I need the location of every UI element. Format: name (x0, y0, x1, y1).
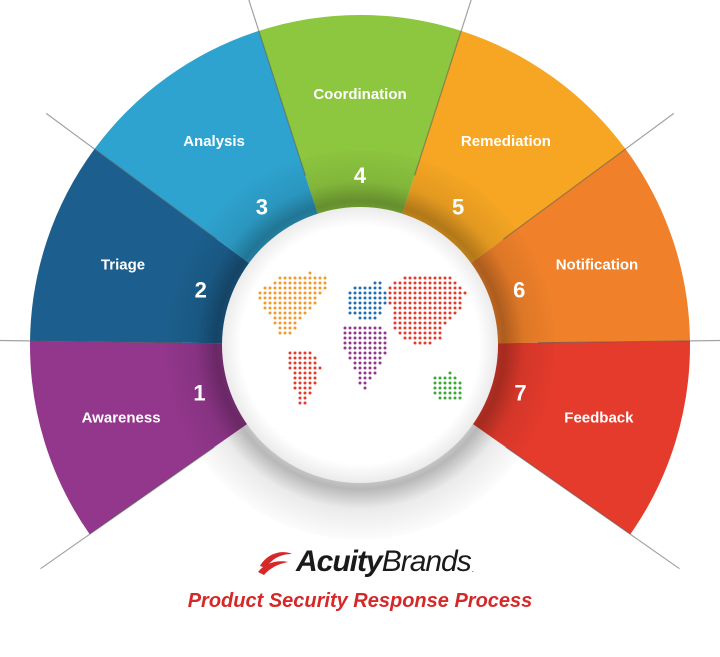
segment-number-4: 4 (354, 163, 367, 188)
map-region (343, 326, 387, 390)
segment-number-5: 5 (452, 194, 464, 219)
diagram-tagline: Product Security Response Process (187, 590, 533, 612)
logo-text-brands: Brands (381, 545, 472, 578)
map-region (433, 371, 462, 400)
divider-line (414, 0, 472, 176)
divider-line (502, 112, 675, 240)
segment-divider-lines (0, 0, 720, 570)
segment-label-remediation: Remediation (461, 133, 551, 150)
map-region (348, 281, 387, 320)
divider-line (40, 446, 215, 570)
divider-line (537, 339, 720, 344)
segment-label-coordination: Coordination (313, 86, 406, 103)
logo-swoosh-icon (258, 552, 292, 575)
world-map-dots (258, 271, 467, 405)
segment-labels: Awareness 1 Triage 2 Analysis 3 Coordination 4 R… (82, 86, 639, 427)
segment-label-analysis: Analysis (183, 133, 245, 150)
segment-number-1: 1 (193, 380, 205, 405)
segment-label-notification: Notification (556, 256, 639, 273)
segment-label-triage: Triage (101, 256, 145, 273)
segment-number-2: 2 (195, 277, 207, 302)
divider-line (0, 339, 183, 344)
segment-label-feedback: Feedback (564, 410, 634, 427)
segment-number-6: 6 (513, 277, 525, 302)
center-disc (222, 207, 498, 483)
segment-number-7: 7 (514, 380, 526, 405)
segment-number-3: 3 (256, 194, 268, 219)
map-region (388, 276, 467, 345)
logo-registered-mark: . (471, 565, 474, 574)
logo-text-acuity: Acuity (296, 545, 383, 578)
divider-line (248, 0, 306, 176)
segment-label-awareness: Awareness (82, 410, 161, 427)
acuity-brands-logo: Acuity Brands . (258, 542, 474, 582)
divider-line (505, 446, 680, 570)
divider-line (45, 112, 218, 240)
map-region (288, 351, 322, 405)
map-region (258, 271, 327, 335)
